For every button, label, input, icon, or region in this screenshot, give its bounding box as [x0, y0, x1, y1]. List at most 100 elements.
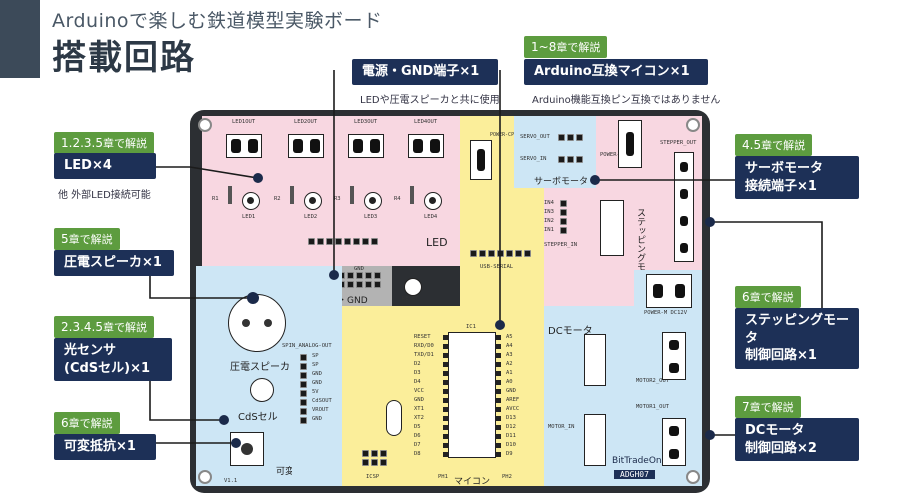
- stepper-chapter-tag: 6章で解説: [735, 286, 801, 308]
- analog-pin-label: 5V: [312, 389, 319, 395]
- pot-callout-label: 可変抵抗×1: [64, 439, 136, 454]
- mcu-right-labels: A5 A4 A3 A2 A1 A0 GND AREF AVCC D13 D12 …: [506, 334, 519, 457]
- mcu-pin-label: D9: [506, 451, 513, 457]
- pot-callout-box: 可変抵抗×1: [54, 434, 156, 460]
- mcu-pin-label: D4: [414, 379, 421, 385]
- mcu-chapter-tag: 1~8章で解説: [524, 36, 608, 58]
- servo-out-silk: SERVO_OUT: [520, 134, 550, 140]
- mount-hole: [686, 118, 700, 132]
- zone-cds-label: CdSセル: [238, 412, 278, 423]
- speaker-chapter-tag: 5章で解説: [54, 228, 120, 250]
- mcu-pin-label: D8: [414, 451, 421, 457]
- analog-pin-label: GND: [312, 371, 322, 377]
- mcu-pin-label: RXD/D0: [414, 343, 434, 349]
- mcu-pin-label: D6: [414, 433, 421, 439]
- speaker-callout-label: 圧電スピーカ×1: [64, 255, 162, 270]
- mcu-pin-label: D2: [414, 361, 421, 367]
- led1out-silk: LED1OUT: [232, 119, 256, 125]
- analog-header: [300, 354, 307, 424]
- r2-silk: R2: [274, 196, 281, 202]
- led1-out-connector: [226, 134, 262, 158]
- servo-callout-line2: 接続端子×1: [745, 178, 817, 194]
- mount-hole: [686, 470, 700, 484]
- stepper-callout-box: ステッピングモータ 制御回路×1: [735, 308, 859, 369]
- reset-button: [404, 278, 422, 296]
- led3-out-connector: [348, 134, 384, 158]
- power-gnd-silk: GND: [354, 266, 364, 272]
- led-header-pins: [308, 238, 378, 245]
- potentiometer: [230, 432, 264, 466]
- header-accent-bar: [0, 0, 40, 78]
- mcu-pin-label: A3: [506, 352, 513, 358]
- stepper-in-label: IN1: [544, 227, 554, 233]
- motor2-terminal: [662, 332, 686, 380]
- zone-led: LED LED1OUT LED2OUT LED3OUT LED4OUT R1 R…: [202, 116, 460, 266]
- sensor-chapter: 2.3.4.5: [61, 320, 103, 334]
- speaker-chapter-suffix: 章で解説: [68, 233, 113, 246]
- mcu-pin-label: XT1: [414, 406, 424, 412]
- sensor-callout-box: 光センサ (CdSセル)×1: [54, 338, 172, 382]
- led-chapter-suffix: 章で解説: [102, 137, 147, 150]
- sensor-chapter-tag: 2.3.4.5章で解説: [54, 316, 154, 338]
- analog-pin-label: SP: [312, 362, 319, 368]
- motor1-terminal: [662, 418, 686, 466]
- mcu-pin-label: VCC: [414, 388, 424, 394]
- mcu-pin-label: D12: [506, 424, 516, 430]
- speaker-chapter: 5: [61, 232, 69, 246]
- zone-stepper-label: ステッピングモータ: [635, 208, 645, 289]
- version-silk: V1.1: [224, 478, 238, 484]
- zone-speaker-label: 圧電スピーカ: [230, 362, 290, 373]
- mount-hole: [198, 118, 212, 132]
- power-cpu-silk: POWER-CPU: [490, 132, 518, 138]
- stepper-in-labels: IN4 IN3 IN2 IN1: [544, 200, 554, 233]
- mcu-chapter-suffix: 章で解説: [556, 41, 601, 54]
- led-chapter-tag: 1.2.3.5章で解説: [54, 132, 154, 154]
- sensor-callout-line1: 光センサ: [64, 343, 117, 358]
- stepper-in-label: IN3: [544, 209, 554, 215]
- ic1-silk: IC1: [466, 324, 476, 330]
- stepper-driver-chip: [600, 200, 624, 256]
- mcu-pin-label: D10: [506, 442, 516, 448]
- analog-pin-label: GND: [312, 416, 322, 422]
- mcu-callout-label: Arduino互換マイコン×1: [534, 64, 690, 79]
- mcu-pin-label: D7: [414, 442, 421, 448]
- led1-silk: LED1: [242, 214, 256, 220]
- led3-silk: LED3: [364, 214, 378, 220]
- led3: [364, 192, 382, 210]
- mcu-pin-label: A2: [506, 361, 513, 367]
- servo-chapter-suffix: 章で解説: [761, 139, 806, 152]
- mcu-pin-label: D13: [506, 415, 516, 421]
- servo-callout-line1: サーボモータ: [745, 161, 824, 176]
- led4: [424, 192, 442, 210]
- resistor-r4: [410, 186, 414, 204]
- motor1-out-silk: MOTOR1_OUT: [636, 404, 670, 410]
- led-callout-note: 他 外部LED接続可能: [58, 190, 151, 201]
- servo-chapter-tag: 4.5章で解説: [735, 134, 813, 156]
- dc-callout-box: DCモータ 制御回路×2: [735, 418, 859, 462]
- dc-driver-chip-2: [584, 414, 606, 466]
- led2out-silk: LED2OUT: [294, 119, 318, 125]
- led2-silk: LED2: [304, 214, 318, 220]
- power-s-jack: [618, 120, 642, 168]
- led2: [304, 192, 322, 210]
- dc-driver-chip-1: [584, 334, 606, 386]
- stepper-chapter-suffix: 章で解説: [749, 291, 794, 304]
- mcu-callout-note: Arduino機能互換ピン互換ではありません: [532, 95, 721, 106]
- zone-servo-label: サーボモータ: [534, 177, 589, 187]
- stepper-in-header: [560, 200, 567, 234]
- zone-dc-label: DCモータ: [548, 326, 593, 337]
- mcu-callout-box: Arduino互換マイコン×1: [524, 59, 708, 85]
- usb-serial-header: [470, 250, 531, 257]
- zone-mcu-label: マイコン: [454, 477, 491, 487]
- r1-silk: R1: [212, 196, 219, 202]
- mcu-pin-label: GND: [414, 397, 424, 403]
- stepper-callout-line2: 制御回路×1: [745, 348, 817, 364]
- led4out-silk: LED4OUT: [414, 119, 438, 125]
- servo-out-header: [558, 134, 583, 141]
- stepper-in-silk: STEPPER_IN: [544, 242, 578, 248]
- r3-silk: R3: [334, 196, 341, 202]
- power-callout-note: LEDや圧電スピーカと共に使用: [360, 95, 500, 106]
- icsp-header: [362, 450, 387, 466]
- resistor-r1: [228, 186, 232, 204]
- motor-in-silk: MOTOR_IN: [548, 424, 575, 430]
